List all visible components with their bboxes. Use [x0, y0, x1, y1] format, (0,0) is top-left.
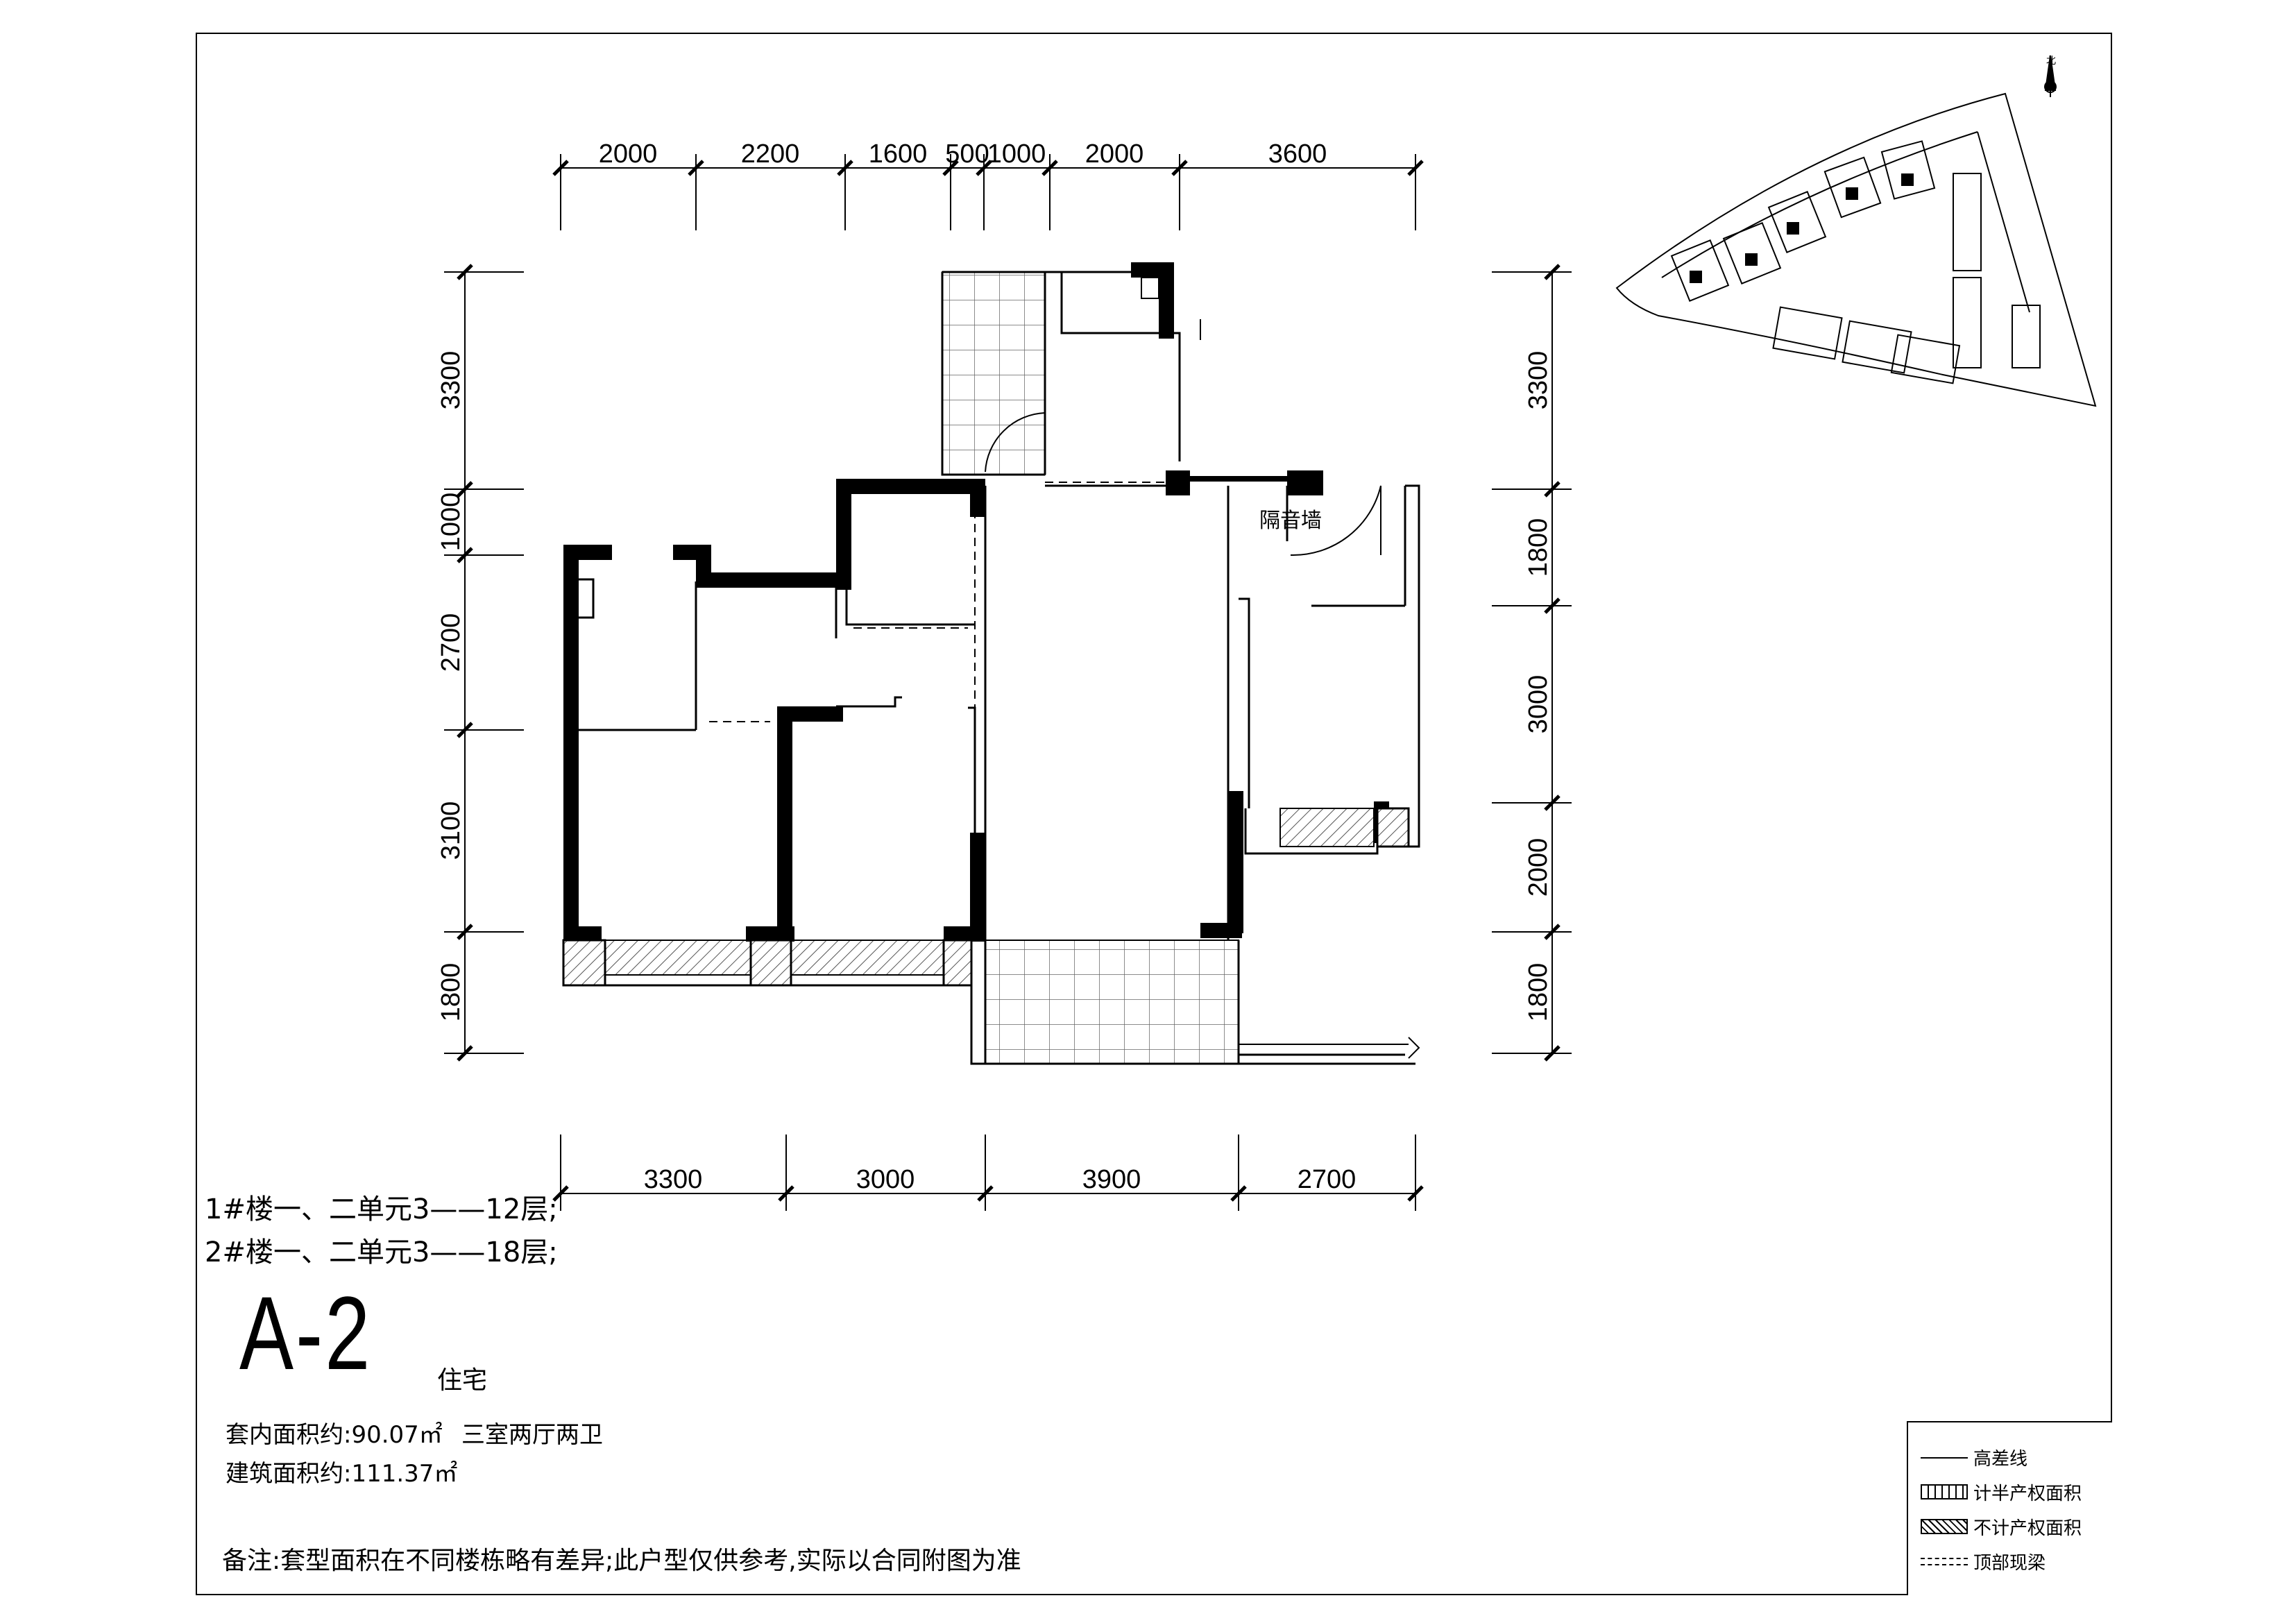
legend-label: 不计产权面积 [1973, 1518, 2082, 1539]
dim-left-3: 2700 [436, 613, 466, 672]
building-area: 建筑面积约:111.37㎡ [226, 1460, 458, 1488]
dim-left-5: 1800 [436, 963, 466, 1022]
dim-right-4: 2000 [1524, 838, 1553, 897]
legend-item: 计半产权面积 [1921, 1478, 2082, 1506]
half-area-hatch-icon [1921, 1484, 1968, 1499]
unit-type-code: A-2 [239, 1275, 373, 1391]
dim-bottom-1: 3300 [644, 1165, 703, 1194]
no-area-hatch-icon [1921, 1519, 1968, 1534]
north-label: 北 [2046, 56, 2056, 67]
top-beam-dash-icon [1921, 1554, 1968, 1569]
dim-bottom-3: 3900 [1082, 1165, 1141, 1194]
dim-left-1: 3300 [436, 351, 466, 410]
floor-range-building-2: 2#楼一、二单元3——18层; [205, 1237, 558, 1268]
room-label-sound-wall: 隔音墙 [1259, 509, 1322, 533]
dim-top-5: 1000 [987, 139, 1046, 169]
dim-right-3: 3000 [1524, 675, 1553, 734]
dim-right-2: 1800 [1524, 518, 1553, 577]
inner-area: 套内面积约:90.07㎡ [226, 1421, 443, 1449]
floor-range-building-1: 1#楼一、二单元3——12层; [205, 1193, 558, 1225]
plan-drawing [562, 262, 1420, 1065]
remark-note: 备注:套型面积在不同楼栋略有差异;此户型仅供参考,实际以合同附图为准 [222, 1547, 1021, 1575]
dim-top-7: 3600 [1268, 139, 1327, 169]
dim-bottom-4: 2700 [1298, 1165, 1357, 1194]
dim-left-2: 1000 [436, 493, 466, 552]
dim-top-3: 1600 [869, 139, 928, 169]
legend-item: 高差线 [1921, 1443, 2027, 1471]
legend-label: 顶部现梁 [1973, 1552, 2046, 1574]
legend-label: 高差线 [1973, 1448, 2028, 1470]
legend-item: 不计产权面积 [1921, 1513, 2082, 1540]
dim-top-4: 500 [945, 139, 989, 169]
legend-label: 计半产权面积 [1973, 1483, 2082, 1504]
room-layout: 三室两厅两卫 [461, 1421, 603, 1449]
height-diff-line-icon [1921, 1450, 1968, 1465]
site-plan [1615, 55, 2097, 407]
drawing-frame [196, 33, 2112, 1595]
unit-type-kind: 住宅 [437, 1366, 488, 1395]
dim-top-6: 2000 [1085, 139, 1144, 169]
legend-item: 顶部现梁 [1921, 1547, 2046, 1575]
dim-top-2: 2200 [741, 139, 800, 169]
dim-bottom-2: 3000 [856, 1165, 915, 1194]
dim-left-4: 3100 [436, 801, 466, 860]
dim-top-1: 2000 [599, 139, 658, 169]
legend: 高差线 计半产权面积 不计产权面积 顶部现梁 [1907, 1421, 2112, 1595]
dim-right-5: 1800 [1524, 963, 1553, 1022]
dim-right-1: 3300 [1524, 351, 1553, 410]
